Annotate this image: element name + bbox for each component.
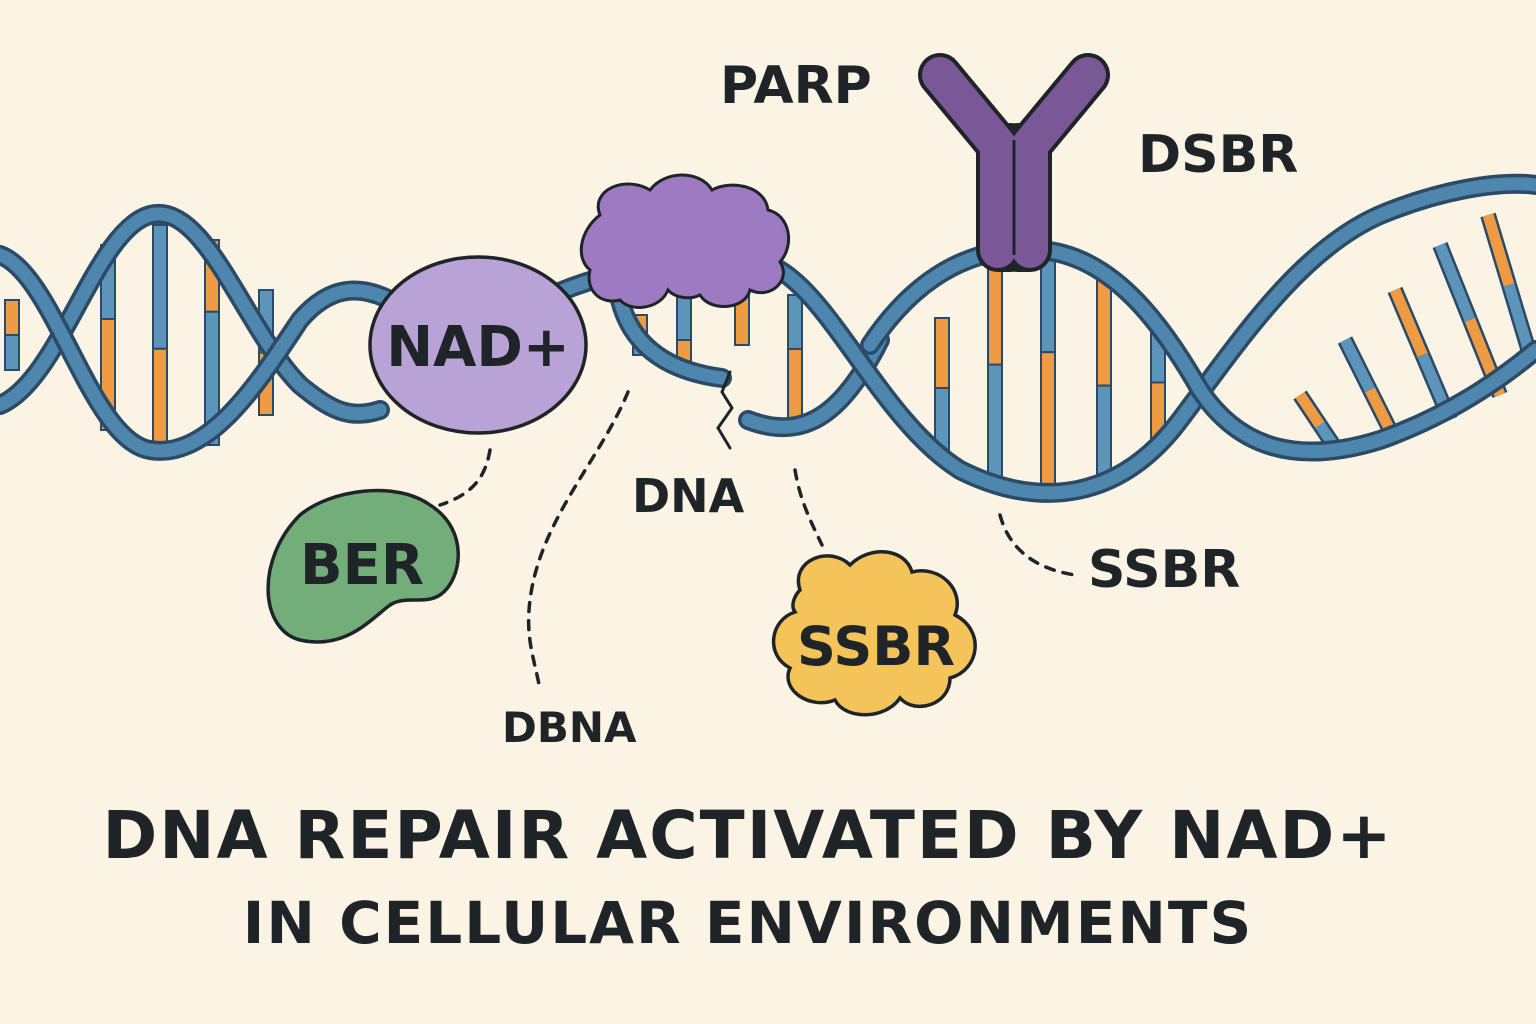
dna-helix [0, 173, 1536, 503]
base-pair-segment [1040, 351, 1056, 500]
ssbr-enzyme [772, 550, 977, 717]
title-line-1: DNA REPAIR ACTIVATED BY NAD+ [102, 797, 1393, 874]
label-dna: DNA [632, 469, 745, 523]
connectors [438, 390, 1077, 692]
base-pair-segment [787, 294, 803, 350]
base-pair-segment [152, 347, 168, 451]
parp-protein-icon [918, 53, 1110, 272]
enzyme-blob [579, 173, 790, 309]
connector-nad-ber [438, 448, 492, 507]
label-nad: NAD+ [386, 315, 570, 380]
nad-molecule [368, 255, 588, 435]
connector-dna-ssbr [793, 468, 824, 547]
label-dbna: DBNA [502, 703, 637, 752]
label-parp: PARP [720, 56, 872, 116]
ber-enzyme [266, 488, 460, 644]
dna-break-mark [716, 370, 734, 450]
base-pair-segment [1434, 242, 1476, 323]
base-pair-segment [1040, 254, 1056, 354]
connector-blob-dbna [526, 390, 630, 692]
label-ber: BER [300, 533, 424, 598]
base-pair-segment [1503, 283, 1536, 357]
base-pair-segment [1340, 337, 1375, 393]
base-pair-segment [1389, 287, 1428, 358]
connector-helix-ssbr [998, 513, 1077, 577]
label-ssbr-blob: SSBR [797, 615, 955, 678]
base-pair-segment [4, 299, 20, 336]
base-pair-segment [987, 261, 1003, 366]
base-pair-segment [1295, 391, 1325, 429]
base-pairs [4, 212, 1536, 500]
base-pair-segment [1096, 384, 1112, 481]
label-dsbr: DSBR [1138, 125, 1298, 185]
base-pair-segment [987, 363, 1003, 492]
label-ssbr-right: SSBR [1088, 540, 1240, 600]
base-pair-segment [4, 334, 20, 371]
base-pair-segment [1482, 213, 1515, 287]
base-pair-segment [204, 310, 220, 446]
base-pair-segment [152, 224, 168, 350]
base-pair-segment [934, 317, 950, 389]
title-line-2: IN CELLULAR ENVIRONMENTS [243, 889, 1254, 957]
